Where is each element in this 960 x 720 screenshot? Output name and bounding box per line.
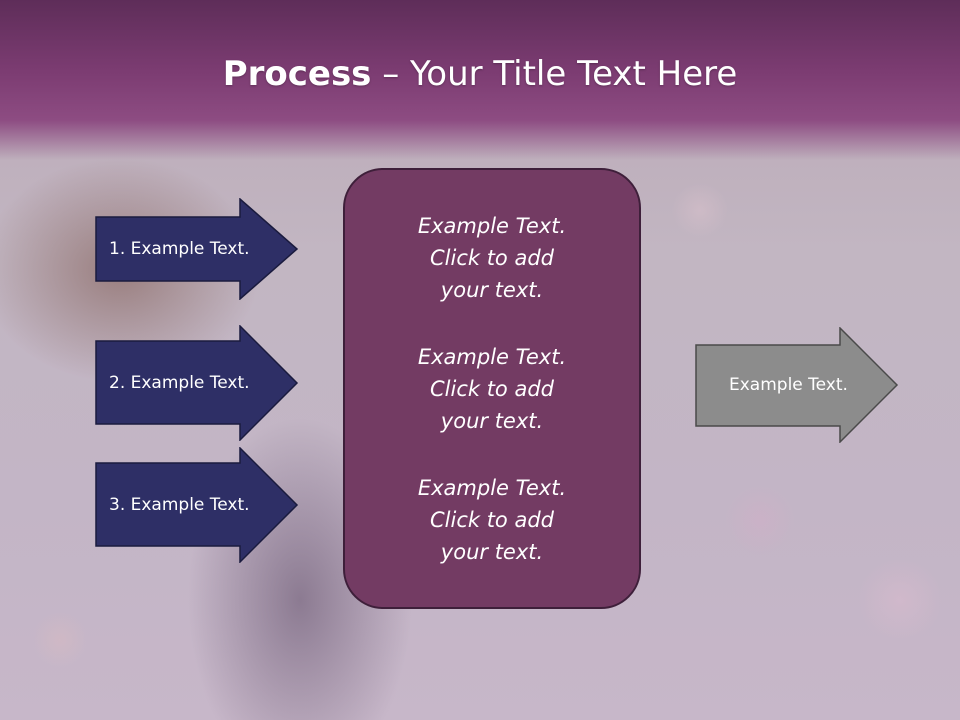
result-arrow[interactable]: Example Text. [695,327,899,443]
center-text-block-1: Example Text. Click to add your text. [345,210,639,306]
slide-title[interactable]: Process – Your Title Text Here [0,52,960,96]
center-block-3-line-2: Click to add [429,507,554,532]
center-text-block-2: Example Text. Click to add your text. [345,341,639,437]
step-arrow-1[interactable]: 1. Example Text. [95,198,299,300]
center-block-3-line-3: your text. [440,539,544,564]
step-label-2: 2. Example Text. [109,373,250,393]
title-text: – Your Title Text Here [371,54,738,94]
center-block-2-line-3: your text. [440,408,544,433]
step-label-3: 3. Example Text. [109,495,250,515]
result-arrow-shape [695,327,899,443]
center-block-1-line-1: Example Text. [417,213,567,238]
title-band [0,0,960,160]
center-block-1-line-3: your text. [440,277,544,302]
center-block-2-line-1: Example Text. [417,344,567,369]
step-arrow-1-shape [95,198,299,300]
result-label: Example Text. [729,375,848,395]
step-arrow-3-shape [95,447,299,563]
center-block-2-line-2: Click to add [429,376,554,401]
step-arrow-2[interactable]: 2. Example Text. [95,325,299,441]
center-block-3-line-1: Example Text. [417,475,567,500]
step-arrow-3[interactable]: 3. Example Text. [95,447,299,563]
center-block-1-line-2: Click to add [429,245,554,270]
step-arrow-2-shape [95,325,299,441]
step-label-1: 1. Example Text. [109,239,250,259]
center-text-block-3: Example Text. Click to add your text. [345,472,639,568]
center-text-box[interactable]: Example Text. Click to add your text. Ex… [343,168,641,609]
title-bold: Process [222,54,372,94]
